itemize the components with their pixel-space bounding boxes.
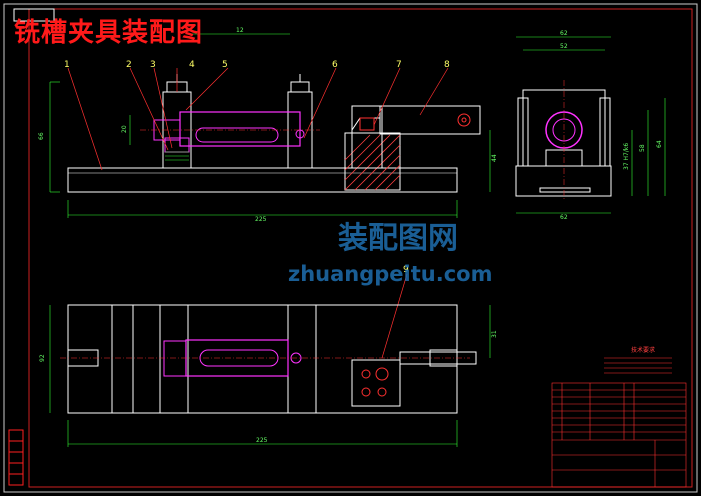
part-leaders (67, 67, 449, 359)
dim-side-h1: 64 (656, 140, 663, 148)
part-label-9: 9 (403, 265, 409, 275)
dim-top-height: 66 (38, 132, 45, 140)
zone-marks (8, 429, 24, 486)
plan-dims (49, 305, 491, 447)
notes-lines (604, 357, 672, 374)
front-view (67, 74, 481, 193)
side-view (515, 80, 612, 200)
dim-side-h2: 58 (639, 144, 646, 152)
dim-top-c: 12 (236, 27, 244, 34)
part-label-2: 2 (126, 60, 132, 70)
title-block (551, 382, 687, 488)
dim-side-h3: 37 H7/k6 (623, 143, 630, 170)
dim-side-second: 52 (560, 43, 568, 50)
front-dims (49, 33, 491, 218)
part-label-3: 3 (150, 60, 156, 70)
plan-view (60, 304, 477, 414)
watermark-cn: 装配图网 (338, 221, 458, 256)
outer-frame (3, 3, 698, 493)
dim-top-right: 44 (491, 154, 498, 162)
inner-frame (28, 8, 693, 488)
dim-top-small: 20 (121, 125, 128, 133)
part-label-7: 7 (396, 60, 402, 70)
dim-side-bottom: 62 (560, 214, 568, 221)
dim-plan-width: 225 (256, 437, 268, 444)
part-label-6: 6 (332, 60, 338, 70)
part-label-4: 4 (189, 60, 195, 70)
part-label-5: 5 (222, 60, 228, 70)
part-label-8: 8 (444, 60, 450, 70)
top-left-tab (13, 8, 55, 22)
watermark-en: zhuangpeitu.com (288, 262, 493, 286)
side-dims (516, 36, 666, 214)
page-title: 铣槽夹具装配图 (14, 18, 204, 48)
notes-title: 技术要求 (631, 346, 655, 354)
part-label-1: 1 (64, 60, 70, 70)
dim-top-width: 225 (255, 216, 267, 223)
dim-plan-height: 92 (39, 354, 46, 362)
dim-plan-right: 31 (491, 330, 498, 338)
dim-side-top: 62 (560, 30, 568, 37)
